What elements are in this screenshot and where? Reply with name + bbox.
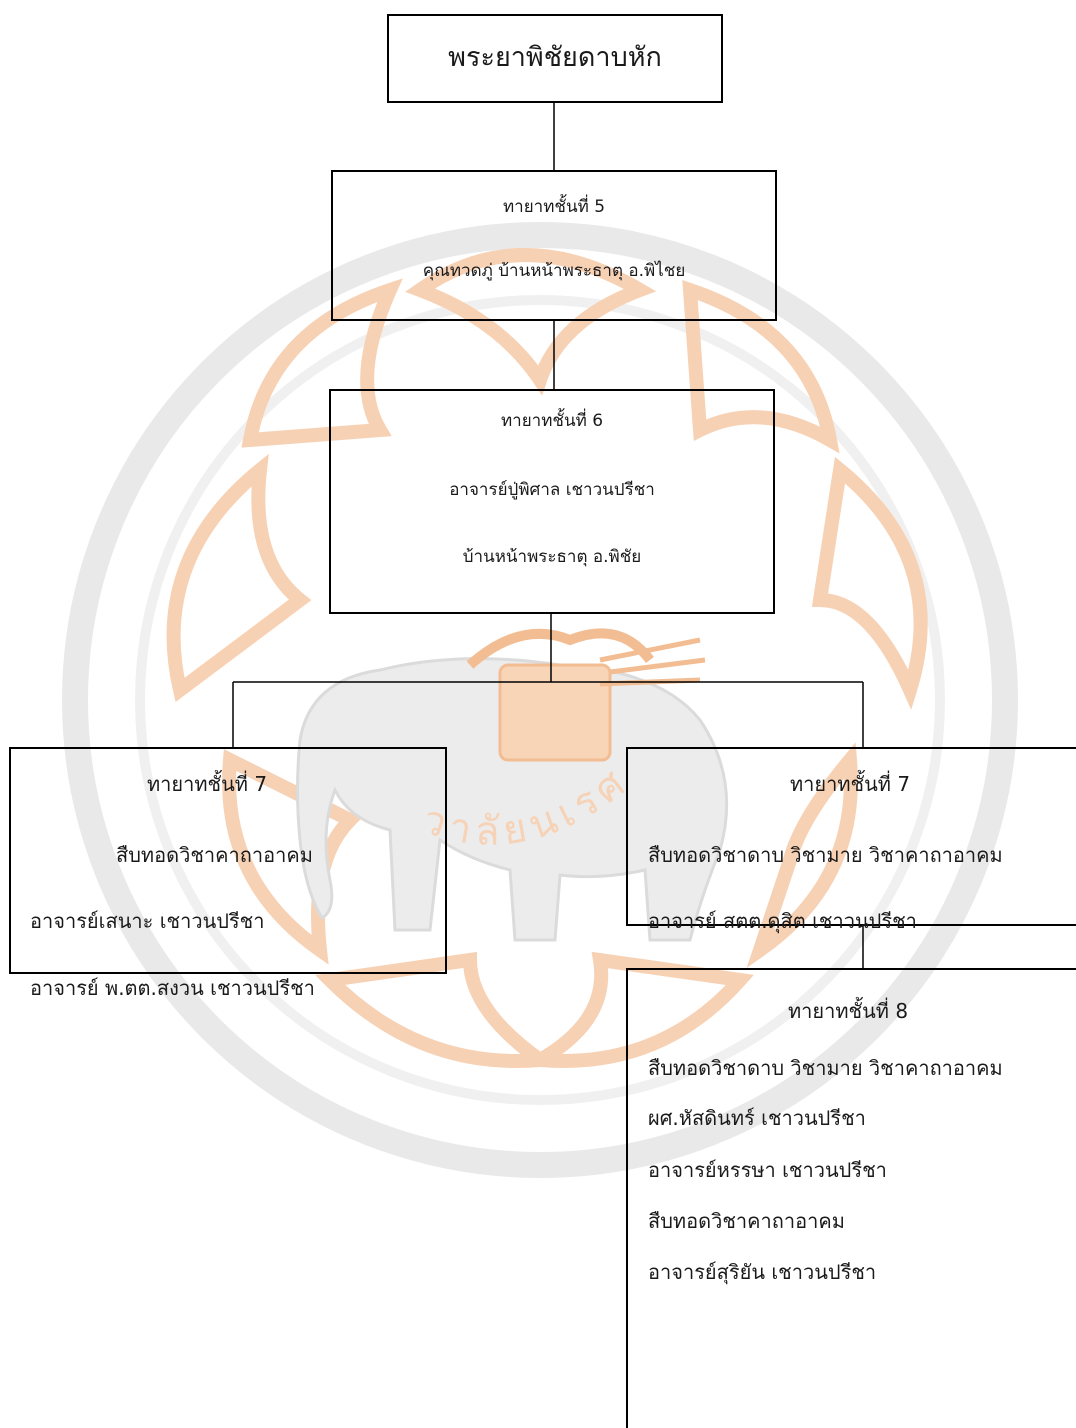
howdah-icon bbox=[466, 628, 706, 762]
gen8-heading-text: ทายาทชั้นที่ 8 bbox=[788, 999, 909, 1023]
gen7-left-node: ทายาทชั้นที่ 7 สืบทอดวิชาคาถาอาคม อาจารย… bbox=[9, 747, 447, 974]
gen6-line1: อาจารย์ปู่พิศาล เชาวนปรีชา bbox=[449, 480, 655, 500]
gen6-line2: บ้านหน้าพระธาตุ อ.พิชัย bbox=[462, 547, 642, 567]
gen8-line3-text: อาจารย์หรรษา เชาวนปรีชา bbox=[648, 1158, 887, 1182]
gen5-line1: คุณทวดภู่ บ้านหน้าพระธาตุ อ.พิไชย bbox=[422, 261, 686, 281]
gen8-line1-text: สืบทอดวิชาดาบ วิชามาย วิชาคาถาอาคม bbox=[648, 1056, 1003, 1080]
gen5-heading: ทายาทชั้นที่ 5 bbox=[502, 197, 606, 217]
gen7-left-line3-text: อาจารย์ พ.ตต.สงวน เชาวนปรีชา bbox=[30, 976, 315, 1000]
root-node: พระยาพิชัยดาบหัก bbox=[387, 14, 723, 103]
gen8-line4-text: สืบทอดวิชาคาถาอาคม bbox=[648, 1209, 845, 1233]
gen7-left-line1-text: สืบทอดวิชาคาถาอาคม bbox=[116, 843, 313, 867]
gen6-heading: ทายาทชั้นที่ 6 bbox=[500, 411, 604, 431]
gen7-left-line2-text: อาจารย์เสนาะ เชาวนปรีชา bbox=[30, 909, 265, 933]
gen7-right-line2-text: อาจารย์ สตต.ดุสิต เชาวนปรีชา bbox=[648, 909, 917, 933]
gen5-node: ทายาทชั้นที่ 5 คุณทวดภู่ บ้านหน้าพระธาตุ… bbox=[331, 170, 777, 321]
gen8-line2-text: ผศ.หัสดินทร์ เชาวนปรีชา bbox=[648, 1106, 866, 1130]
gen6-node: ทายาทชั้นที่ 6 อาจารย์ปู่พิศาล เชาวนปรีช… bbox=[329, 389, 775, 614]
root-title: พระยาพิชัยดาบหัก bbox=[448, 42, 662, 73]
gen8-line5-text: อาจารย์สุริยัน เชาวนปรีชา bbox=[648, 1260, 877, 1284]
watermark-text: วาลัยนเรศ bbox=[417, 757, 638, 854]
gen7-right-line1-text: สืบทอดวิชาดาบ วิชามาย วิชาคาถาอาคม bbox=[648, 843, 1003, 867]
gen7-right-heading-text: ทายาทชั้นที่ 7 bbox=[790, 772, 911, 796]
gen7-left-heading-text: ทายาทชั้นที่ 7 bbox=[147, 772, 268, 796]
